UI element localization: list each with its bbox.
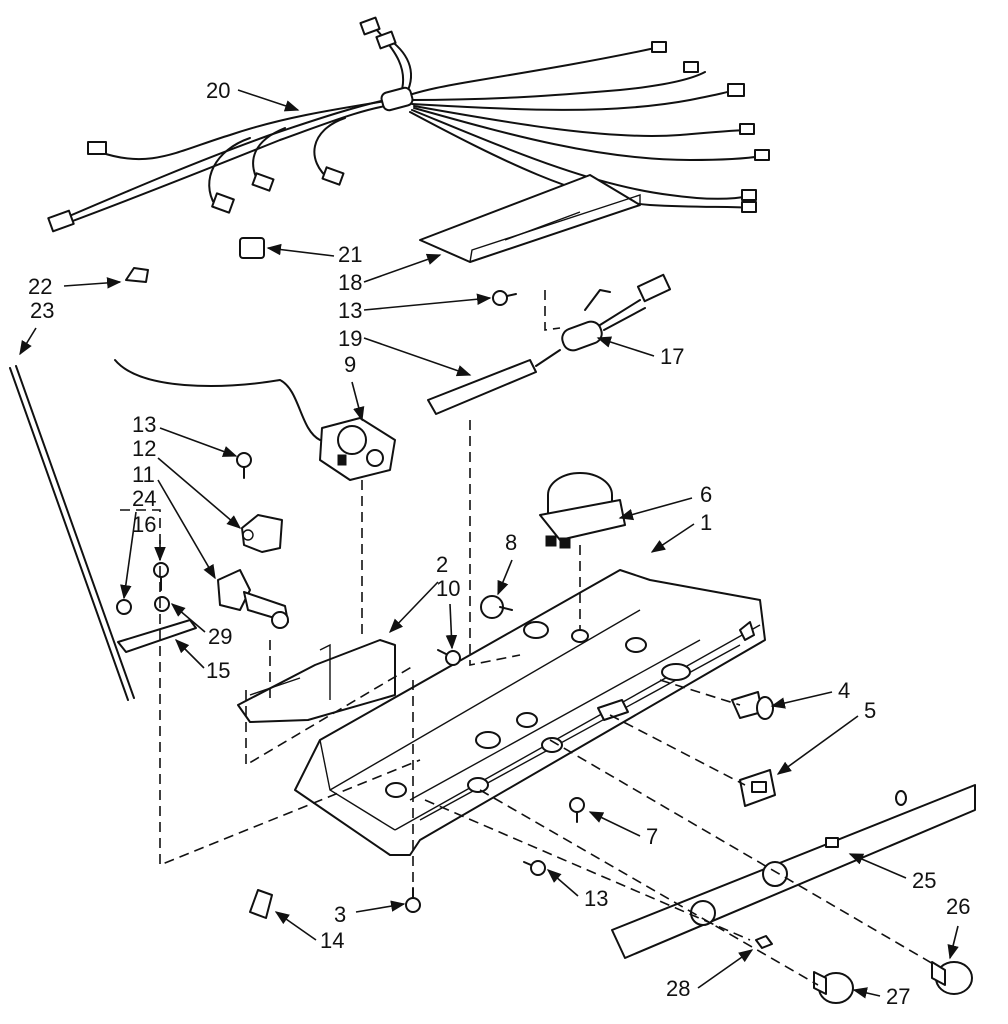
callout-15: 15 [206,658,230,683]
callout-labels: 20 21 18 22 23 13 19 17 9 13 12 11 24 16… [28,78,970,1009]
bracket-2 [237,639,396,723]
control-panel-25 [611,784,976,959]
thermostat-9 [114,359,396,481]
alignment-lines [120,290,936,986]
clip-22 [125,267,149,283]
callout-13-top: 13 [338,298,362,323]
callout-13-left: 13 [132,412,156,437]
screw-3 [405,887,421,913]
plug-8 [480,595,513,619]
knob-27 [813,971,854,1004]
screw-13-left [236,452,252,479]
washer-29 [154,596,170,612]
clip-14 [249,889,273,919]
callout-3: 3 [334,902,346,927]
switch-4 [731,691,774,720]
switch-5 [739,769,776,807]
callout-9: 9 [344,352,356,377]
screw-13-bottom [523,860,546,876]
callout-20: 20 [206,78,230,103]
callout-18: 18 [338,270,362,295]
cover-plate [419,174,641,263]
leader-arrows [19,89,959,999]
callout-21: 21 [338,242,362,267]
capacitor-17 [561,273,672,352]
control-housing-1 [294,569,766,856]
callout-23: 23 [30,298,54,323]
callout-10: 10 [436,576,460,601]
callout-26: 26 [946,894,970,919]
callout-29: 29 [208,624,232,649]
callout-24: 24 [132,486,156,511]
screw-7 [569,797,585,823]
screw-13-top [492,290,517,306]
rod-23 [9,367,129,701]
callout-11: 11 [132,462,155,487]
callout-8: 8 [505,530,517,555]
callout-27: 27 [886,984,910,1009]
screw-10 [437,649,461,666]
sensor-19 [427,349,561,415]
callout-6: 6 [700,482,712,507]
callout-13-bottom: 13 [584,886,608,911]
callout-2: 2 [436,552,448,577]
callout-19: 19 [338,326,362,351]
screw-16 [153,562,169,591]
callout-14: 14 [320,928,344,953]
clip-28 [755,935,773,949]
knob-26 [931,961,973,995]
knob-shaft-11 [217,569,289,629]
callout-7: 7 [646,824,658,849]
callout-12: 12 [132,436,156,461]
callout-25: 25 [912,868,936,893]
washer-24 [116,599,132,615]
wire-harness [47,16,770,233]
callout-1: 1 [700,510,712,535]
timer-6 [539,472,626,549]
callout-22: 22 [28,274,52,299]
callout-5: 5 [864,698,876,723]
callout-4: 4 [838,678,850,703]
lever-15 [117,619,197,653]
callout-17: 17 [660,344,684,369]
clip-21 [239,237,265,259]
bracket-12 [241,514,283,553]
callout-28: 28 [666,976,690,1001]
